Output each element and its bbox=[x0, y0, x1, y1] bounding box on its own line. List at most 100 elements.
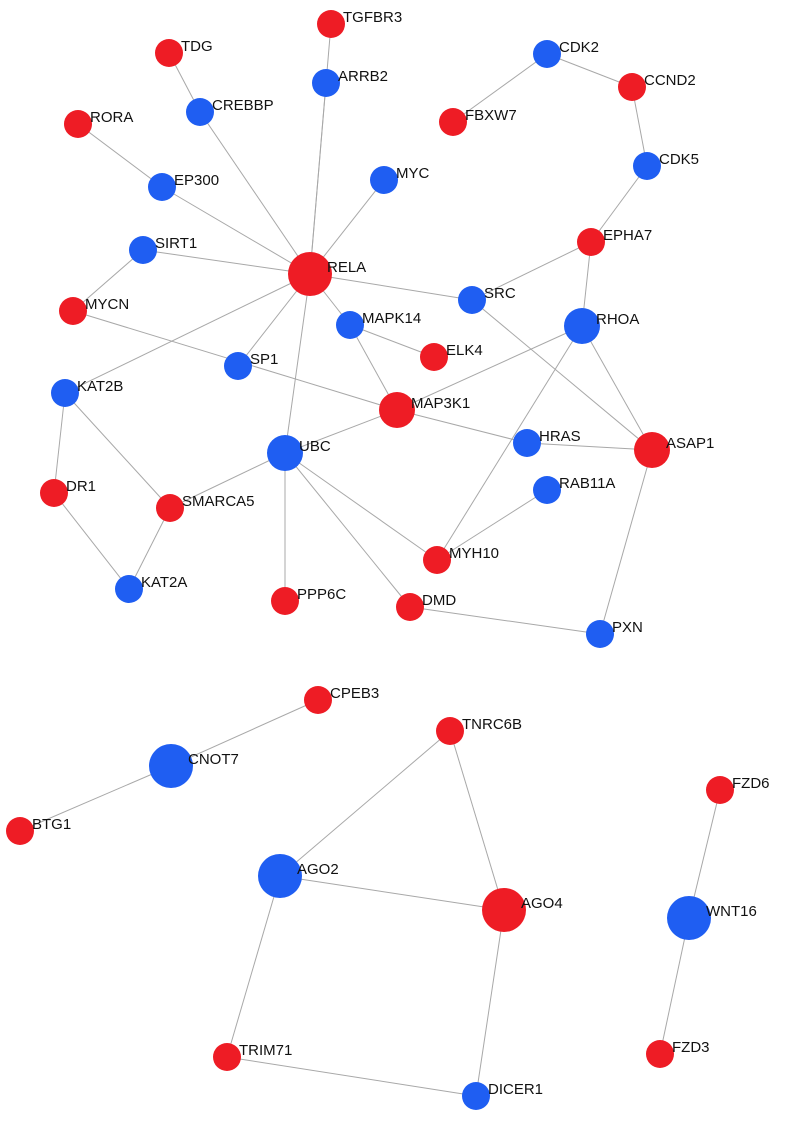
edge-cdk2-fbxw7 bbox=[452, 53, 548, 123]
node-label-fzd3: FZD3 bbox=[672, 1039, 710, 1056]
edge-wnt16-fzd3 bbox=[659, 917, 690, 1055]
node-pxn: PXN bbox=[586, 619, 643, 648]
node-tdg: TDG bbox=[155, 38, 213, 67]
node-ccnd2: CCND2 bbox=[618, 72, 696, 101]
node-circle-ago4 bbox=[482, 888, 526, 932]
node-label-wnt16: WNT16 bbox=[706, 903, 757, 920]
node-circle-map3k1 bbox=[379, 392, 415, 428]
node-label-epha7: EPHA7 bbox=[603, 227, 652, 244]
node-circle-trim71 bbox=[213, 1043, 241, 1071]
node-circle-crebbp bbox=[186, 98, 214, 126]
node-rora: RORA bbox=[64, 109, 133, 138]
edge-rela-sirt1 bbox=[142, 249, 311, 275]
edge-dmd-pxn bbox=[409, 606, 601, 635]
node-label-mapk14: MAPK14 bbox=[362, 310, 421, 327]
edge-dr1-kat2a bbox=[53, 492, 130, 590]
node-label-rhoa: RHOA bbox=[596, 311, 639, 328]
node-circle-ppp6c bbox=[271, 587, 299, 615]
node-label-tgfbr3: TGFBR3 bbox=[343, 9, 402, 26]
node-dmd: DMD bbox=[396, 592, 456, 621]
node-circle-mycn bbox=[59, 297, 87, 325]
node-wnt16: WNT16 bbox=[667, 896, 757, 940]
node-circle-sp1 bbox=[224, 352, 252, 380]
node-label-dr1: DR1 bbox=[66, 478, 96, 495]
edge-rab11a-myh10 bbox=[436, 489, 548, 561]
node-label-myc: MYC bbox=[396, 165, 430, 182]
node-circle-dmd bbox=[396, 593, 424, 621]
node-fzd3: FZD3 bbox=[646, 1039, 710, 1068]
node-label-tnrc6b: TNRC6B bbox=[462, 716, 522, 733]
node-label-rab11a: RAB11A bbox=[559, 475, 615, 492]
node-cpeb3: CPEB3 bbox=[304, 685, 379, 714]
edge-rela-src bbox=[309, 273, 473, 301]
node-circle-ago2 bbox=[258, 854, 302, 898]
edge-cnot7-cpeb3 bbox=[170, 699, 319, 767]
node-circle-kat2a bbox=[115, 575, 143, 603]
node-mapk14: MAPK14 bbox=[336, 310, 421, 339]
node-cdk2: CDK2 bbox=[533, 39, 599, 68]
edge-map3k1-hras bbox=[396, 409, 528, 444]
node-circle-arrb2 bbox=[312, 69, 340, 97]
node-myh10: MYH10 bbox=[423, 545, 499, 574]
node-label-myh10: MYH10 bbox=[449, 545, 499, 562]
edge-kat2b-smarca5 bbox=[64, 392, 171, 509]
node-map3k1: MAP3K1 bbox=[379, 392, 470, 428]
edge-cdk2-ccnd2 bbox=[546, 53, 633, 88]
node-circle-btg1 bbox=[6, 817, 34, 845]
node-label-sp1: SP1 bbox=[250, 351, 278, 368]
node-dr1: DR1 bbox=[40, 478, 96, 507]
node-epha7: EPHA7 bbox=[577, 227, 652, 256]
edge-kat2b-dr1 bbox=[53, 392, 66, 494]
edge-ep300-rora bbox=[77, 123, 163, 188]
node-label-cdk5: CDK5 bbox=[659, 151, 699, 168]
node-label-ago4: AGO4 bbox=[521, 895, 563, 912]
node-label-crebbp: CREBBP bbox=[212, 97, 274, 114]
node-label-rora: RORA bbox=[90, 109, 133, 126]
node-fbxw7: FBXW7 bbox=[439, 107, 517, 136]
node-tgfbr3: TGFBR3 bbox=[317, 9, 402, 38]
node-asap1: ASAP1 bbox=[634, 432, 714, 468]
edge-smarca5-kat2a bbox=[128, 507, 171, 590]
node-label-smarca5: SMARCA5 bbox=[182, 493, 255, 510]
node-smarca5: SMARCA5 bbox=[156, 493, 255, 522]
node-sirt1: SIRT1 bbox=[129, 235, 197, 264]
edge-ago2-tnrc6b bbox=[279, 730, 451, 877]
node-circle-wnt16 bbox=[667, 896, 711, 940]
edge-src-asap1 bbox=[471, 299, 653, 451]
edge-sirt1-mycn bbox=[72, 249, 144, 312]
edge-cdk5-epha7 bbox=[590, 165, 648, 243]
edge-rela-crebbp bbox=[199, 111, 311, 275]
node-kat2b: KAT2B bbox=[51, 378, 123, 407]
node-label-rela: RELA bbox=[327, 259, 366, 276]
node-cnot7: CNOT7 bbox=[149, 744, 239, 788]
edge-tnrc6b-ago4 bbox=[449, 730, 505, 911]
node-mycn: MYCN bbox=[59, 296, 129, 325]
node-circle-elk4 bbox=[420, 343, 448, 371]
edge-map3k1-ubc bbox=[284, 409, 398, 454]
edge-rela-ubc bbox=[284, 273, 311, 454]
node-hras: HRAS bbox=[513, 428, 581, 457]
node-btg1: BTG1 bbox=[6, 816, 71, 845]
node-trim71: TRIM71 bbox=[213, 1042, 292, 1071]
node-circle-tgfbr3 bbox=[317, 10, 345, 38]
node-circle-rela bbox=[288, 252, 332, 296]
node-circle-myh10 bbox=[423, 546, 451, 574]
node-circle-tnrc6b bbox=[436, 717, 464, 745]
node-label-kat2a: KAT2A bbox=[141, 574, 187, 591]
node-label-cdk2: CDK2 bbox=[559, 39, 599, 56]
node-label-ago2: AGO2 bbox=[297, 861, 339, 878]
node-label-src: SRC bbox=[484, 285, 516, 302]
node-label-tdg: TDG bbox=[181, 38, 213, 55]
node-label-ep300: EP300 bbox=[174, 172, 219, 189]
node-label-asap1: ASAP1 bbox=[666, 435, 714, 452]
node-sp1: SP1 bbox=[224, 351, 278, 380]
edge-ubc-dmd bbox=[284, 452, 411, 608]
node-elk4: ELK4 bbox=[420, 342, 483, 371]
node-circle-fbxw7 bbox=[439, 108, 467, 136]
edge-rela-kat2b bbox=[64, 273, 311, 394]
node-label-ppp6c: PPP6C bbox=[297, 586, 346, 603]
node-fzd6: FZD6 bbox=[706, 775, 770, 804]
node-label-btg1: BTG1 bbox=[32, 816, 71, 833]
